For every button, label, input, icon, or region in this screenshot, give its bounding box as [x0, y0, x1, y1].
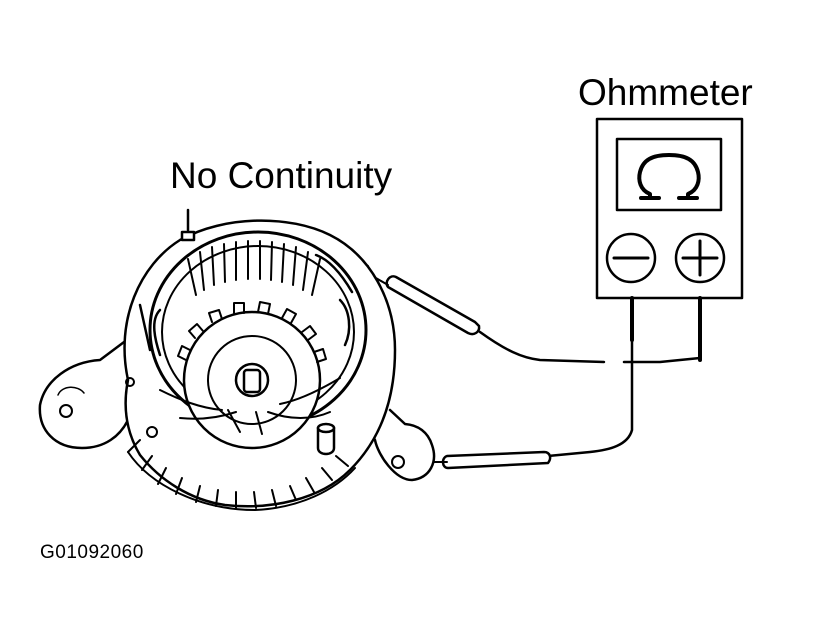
ohmmeter: [595, 117, 744, 300]
right-mount-hole: [391, 455, 405, 469]
alternator: [38, 208, 436, 511]
ohm-symbol-icon: [637, 153, 701, 200]
plus-icon: [681, 239, 719, 277]
ohmmeter-label: Ohmmeter: [578, 72, 753, 113]
bolt-head-icon: [146, 426, 158, 438]
ohmmeter-display: [615, 137, 723, 212]
positive-terminal: [674, 232, 726, 284]
slip-ring-housing: [207, 335, 297, 425]
stator-leads: [138, 208, 354, 357]
left-mounting-ear: [38, 328, 152, 450]
positive-lead-wire-end: [478, 330, 606, 364]
rotor-teeth: [177, 301, 327, 363]
lower-test-probe: [417, 450, 552, 470]
left-mount-hole: [59, 404, 73, 418]
shaft-key: [242, 368, 262, 394]
figure-code: G01092060: [40, 542, 144, 563]
negative-lead-wire: [546, 296, 634, 458]
terminal-stud: [316, 422, 336, 456]
right-mounting-ear: [363, 408, 436, 482]
fan-blades: [159, 377, 341, 435]
bolt-head-icon: [125, 377, 135, 387]
positive-lead-wire: [622, 296, 702, 364]
test-leads: [478, 296, 702, 458]
result-label: No Continuity: [170, 155, 393, 196]
negative-terminal: [605, 232, 657, 284]
cooling-fins: [127, 439, 356, 511]
stator-windings: [187, 240, 321, 296]
